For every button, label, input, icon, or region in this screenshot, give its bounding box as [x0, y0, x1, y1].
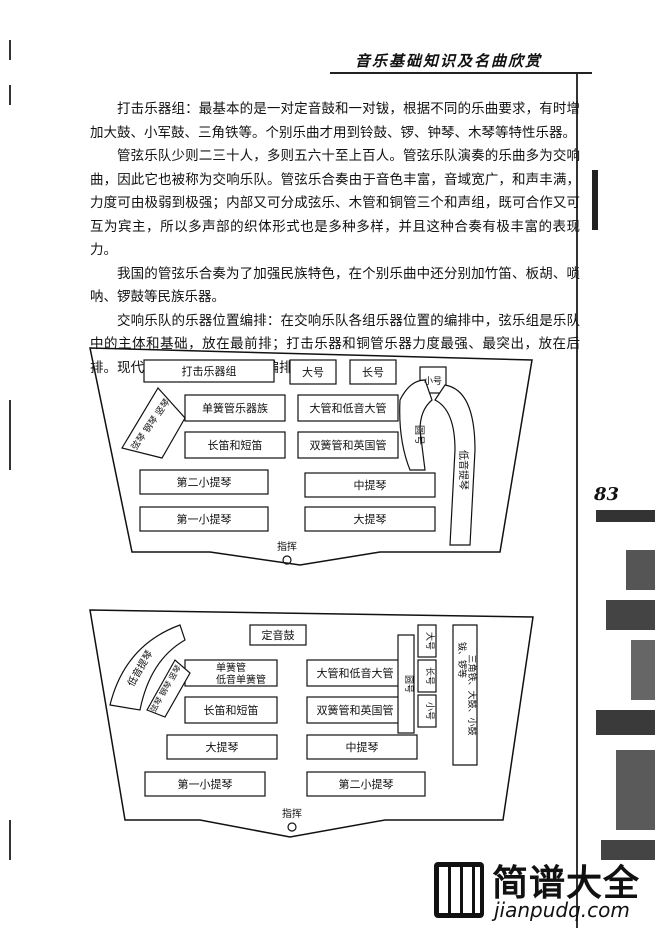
flute-label: 长笛和短笛 [208, 438, 263, 452]
cello-label: 大提琴 [354, 512, 387, 526]
percussion-label-b: 钹、锣等 [456, 642, 468, 678]
logo-url: jianpudq.com [494, 898, 630, 922]
body-text: 打击乐器组：最基本的是一对定音鼓和一对钹，根据不同的乐曲要求，有时增加大鼓、小军… [90, 98, 580, 380]
orchestra-layout-diagram-1: 打击乐器组 大号 长号 小号 单簧管乐器族 大管和低音大管 长笛和短笛 双簧管和… [89, 347, 533, 566]
margin-mark [9, 40, 11, 60]
conductor-label: 指挥 [277, 540, 297, 553]
page-edge-shading [596, 510, 655, 928]
trumpet-label: 小号 [424, 702, 435, 720]
horn-label: 圆号 [413, 425, 425, 445]
trumpet-label: 长号 [362, 366, 384, 379]
tuba-label: 大号 [424, 632, 436, 650]
timpani-label: 定音鼓 [262, 628, 295, 642]
violin2-label: 第二小提琴 [177, 475, 232, 489]
violin1-label: 第一小提琴 [177, 512, 232, 526]
horn-label: 圆号 [403, 675, 414, 693]
viola-label: 中提琴 [346, 741, 379, 754]
cello-label: 大提琴 [206, 740, 239, 754]
logo-title: 简谱大全 [492, 863, 641, 904]
oboe-label: 双簧管和英国管 [317, 703, 394, 717]
margin-mark [9, 400, 11, 470]
conductor-mark [287, 822, 297, 832]
oboe-label: 双簧管和英国管 [310, 438, 387, 452]
violin1-label: 第一小提琴 [178, 777, 233, 791]
violin2-label: 第二小提琴 [339, 777, 394, 791]
margin-mark [9, 85, 11, 105]
contrabass-label: 低音提琴 [457, 450, 470, 490]
running-header: 音乐基础知识及名曲欣赏 [355, 52, 543, 70]
bassoon-label: 大管和低音大管 [317, 666, 394, 680]
flute-label: 长笛和短笛 [204, 703, 259, 717]
orchestra-layout-diagram-2: 定音鼓 单簧管 低音单簧管 大管和低音大管 长笛和短笛 双簧管和英国管 大提琴 … [89, 609, 534, 838]
paragraph: 打击乐器组：最基本的是一对定音鼓和一对钹，根据不同的乐曲要求，有时增加大鼓、小军… [90, 101, 580, 141]
paragraph: 我国的管弦乐合奏为了加强民族特色，在个别乐曲中还分别加竹笛、板胡、唢呐、锣鼓等民… [90, 265, 580, 306]
margin-mark [9, 820, 11, 860]
bass-tuba-label: 大管和低音大管 [310, 401, 387, 415]
conductor-mark [282, 555, 292, 565]
piano-keys-icon [434, 862, 484, 918]
small-horn-label: 小号 [424, 376, 442, 387]
watermark-logo: 简谱大全 jianpudq.com [432, 858, 647, 923]
page-number: 83 [594, 484, 620, 505]
right-border [576, 72, 578, 928]
header-rule [330, 72, 592, 74]
single-reed-label: 单簧管乐器族 [202, 401, 268, 415]
conductor-label: 指挥 [282, 807, 302, 820]
trombone-label: 长号 [424, 667, 436, 685]
clarinet-label: 单簧管 [216, 661, 246, 674]
viola-label: 中提琴 [354, 479, 387, 492]
paragraph: 管弦乐队少则二三十人，多则五六十至上百人。管弦乐队演奏的乐曲多为交响曲，因此它也… [90, 148, 580, 258]
bass-clarinet-label: 低音单簧管 [216, 673, 266, 686]
percussion-label: 打击乐器组 [182, 364, 237, 378]
percussion-label-a: 三角铁、大鼓、小鼓 [466, 654, 478, 735]
tuba-label: 大号 [302, 365, 324, 379]
right-tab [592, 170, 598, 230]
